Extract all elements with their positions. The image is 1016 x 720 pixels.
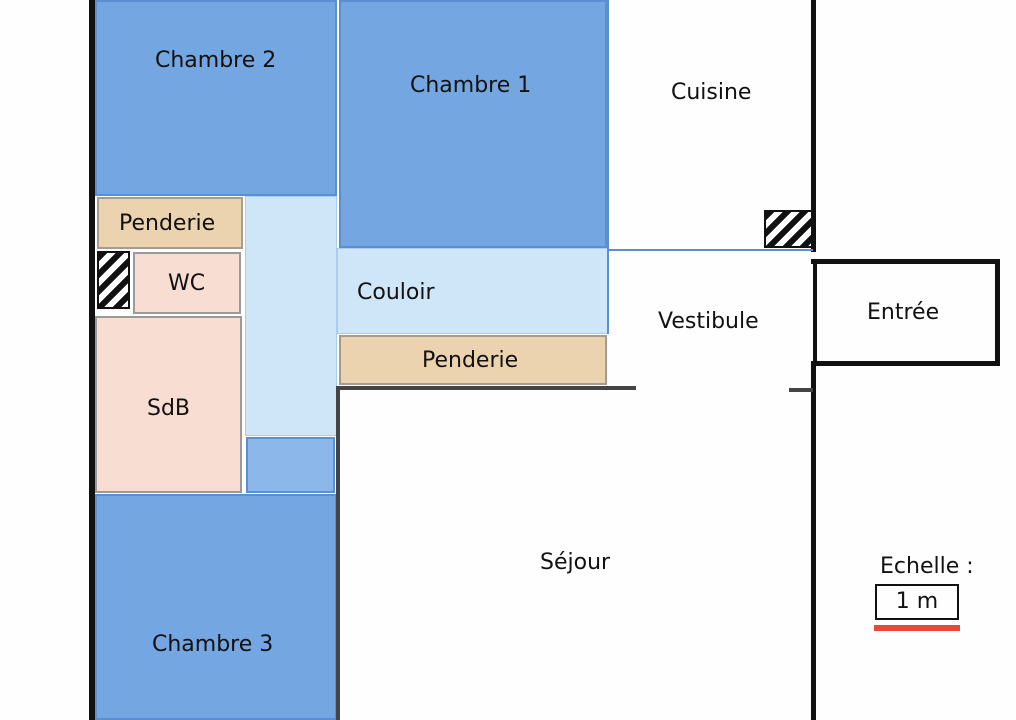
label-wc: WC: [168, 271, 206, 296]
room-penderie-left: [97, 197, 243, 249]
ventilation-shaft-left: [97, 251, 130, 309]
label-sdb: SdB: [147, 396, 191, 421]
cuisine-wall-south: [607, 249, 813, 251]
entree-wall-left: [813, 262, 817, 362]
exterior-wall-west: [89, 0, 95, 720]
scale-title: Echelle :: [880, 554, 974, 579]
room-chambre-3: [95, 494, 337, 720]
entree-wall-bottom: [811, 361, 1000, 366]
ventilation-shaft-right: [764, 210, 814, 248]
label-chambre-2: Chambre 2: [155, 48, 277, 73]
room-sdb: [95, 316, 242, 493]
room-chambre-2: [95, 0, 337, 196]
entree-wall-top: [811, 259, 1000, 264]
label-vestibule: Vestibule: [658, 309, 759, 334]
sejour-wall-north: [336, 386, 636, 390]
exterior-wall-east: [811, 0, 816, 252]
exterior-wall-east-lower: [811, 362, 816, 720]
scale-value: 1 m: [895, 589, 939, 614]
label-penderie-center: Penderie: [422, 348, 519, 373]
sejour-wall-west: [336, 386, 340, 720]
label-sejour: Séjour: [540, 550, 611, 575]
room-penderie-center: [339, 335, 607, 385]
sejour-wall-north-east: [789, 388, 813, 392]
cuisine-wall-west: [607, 0, 609, 334]
label-entree: Entrée: [867, 300, 940, 325]
label-cuisine: Cuisine: [671, 80, 752, 105]
room-chambre-1: [339, 0, 607, 248]
room-wc: [133, 252, 241, 314]
scale-bar: [874, 625, 960, 631]
label-couloir: Couloir: [357, 280, 435, 305]
label-chambre-1: Chambre 1: [410, 73, 532, 98]
entree-wall-right: [995, 259, 1000, 366]
corridor-alcove: [246, 437, 335, 493]
room-couloir: [245, 196, 337, 436]
scale-box: 1 m: [875, 584, 959, 620]
label-penderie-left: Penderie: [119, 211, 216, 236]
scale-legend: Echelle : 1 m: [870, 550, 974, 634]
room-couloir-east: [337, 248, 609, 334]
label-chambre-3: Chambre 3: [152, 632, 274, 657]
